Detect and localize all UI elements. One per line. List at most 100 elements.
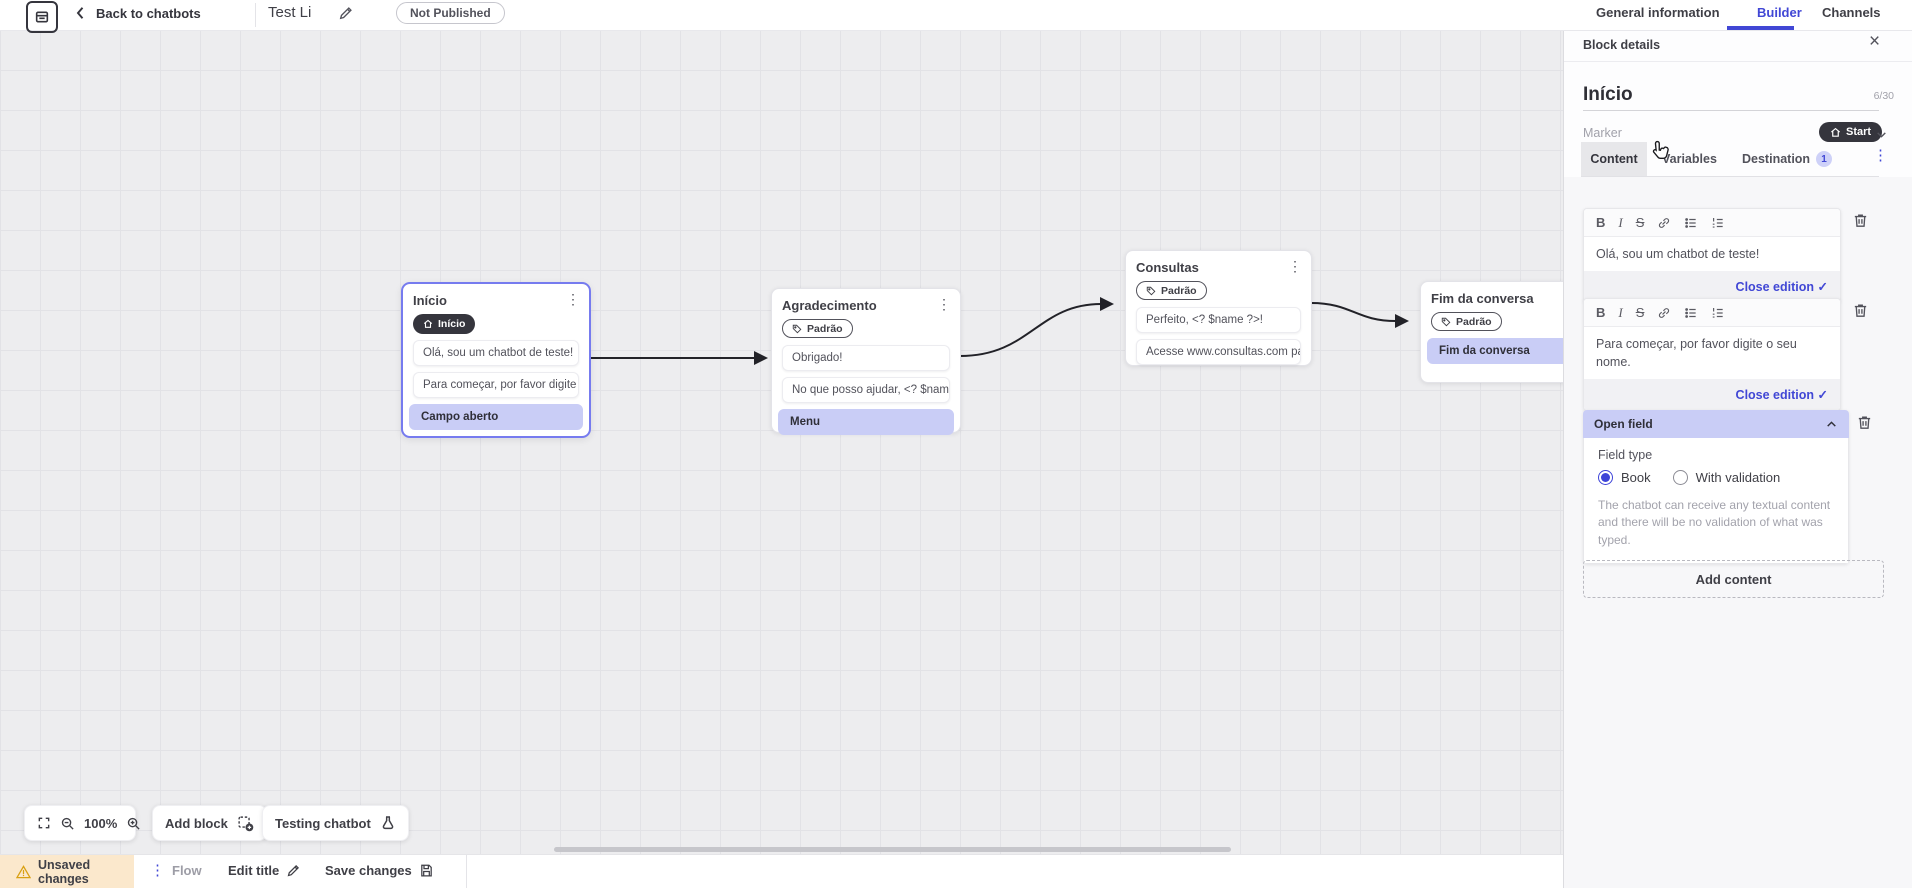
close-panel-icon[interactable]: ×: [1869, 31, 1881, 52]
builder-tab-underline: [1727, 26, 1794, 30]
editor-text[interactable]: Para começar, por favor digite o seu nom…: [1584, 327, 1840, 380]
tab-channels[interactable]: Channels: [1822, 5, 1881, 20]
radio-label: Book: [1621, 470, 1651, 485]
flow-connectors: [590, 297, 1409, 365]
marker-start-label: Start: [1846, 126, 1872, 138]
marker-chevron-down-icon[interactable]: [1875, 128, 1888, 141]
panel-tab-variables[interactable]: Variables: [1662, 152, 1717, 166]
edit-title-pencil-icon[interactable]: [338, 5, 354, 21]
radio-label: With validation: [1695, 470, 1781, 485]
add-block-button[interactable]: Add block: [152, 805, 267, 841]
status-bar: Unsaved changes ⋮ Flow Edit title Save c…: [0, 854, 1563, 888]
block-item[interactable]: Obrigado!: [782, 344, 950, 371]
block-details-panel: Block details × Início 6/30 Marker Start…: [1563, 30, 1912, 888]
home-icon: [1830, 127, 1841, 137]
link-icon[interactable]: [1657, 216, 1671, 230]
marker-start-pill[interactable]: Start: [1819, 122, 1883, 142]
block-item-open-field[interactable]: Campo aberto: [409, 404, 583, 430]
bullet-list-icon[interactable]: [1684, 216, 1698, 230]
block-name-input[interactable]: Início: [1583, 84, 1633, 105]
close-edition-label: Close edition: [1735, 280, 1815, 295]
panel-tab-destination[interactable]: Destination 1: [1732, 142, 1842, 176]
zoom-in-icon[interactable]: [126, 816, 141, 831]
bold-icon[interactable]: B: [1596, 215, 1606, 230]
statusbar-divider: [466, 855, 467, 888]
panel-tab-content[interactable]: Content: [1581, 142, 1647, 176]
delete-content-1-icon[interactable]: [1852, 212, 1869, 229]
block-item[interactable]: Perfeito, <? $name ?>!: [1136, 306, 1301, 333]
zoom-out-icon[interactable]: [60, 816, 75, 831]
open-field-header[interactable]: Open field: [1583, 410, 1849, 438]
unsaved-changes-label: Unsaved changes: [38, 857, 91, 886]
block-name-underline: [1583, 110, 1879, 111]
tag-icon: [792, 324, 802, 333]
block-item-end[interactable]: Fim da conversa: [1427, 337, 1563, 364]
back-to-chatbots-link[interactable]: Back to chatbots: [96, 6, 201, 21]
italic-icon[interactable]: I: [1618, 304, 1623, 320]
flow-view-label[interactable]: Flow: [172, 863, 202, 878]
testing-chatbot-button[interactable]: Testing chatbot: [262, 805, 409, 841]
flow-canvas[interactable]: Início ⋮ Início Olá, sou um chatbot de t…: [0, 30, 1563, 855]
open-field-card: Open field Field type Book With validati…: [1583, 410, 1849, 565]
add-content-button[interactable]: Add content: [1583, 560, 1884, 598]
tab-general-information[interactable]: General information: [1596, 5, 1720, 20]
warning-icon: [16, 864, 31, 879]
italic-icon[interactable]: I: [1618, 214, 1623, 230]
zoom-level: 100%: [84, 815, 118, 831]
bullet-list-icon[interactable]: [1684, 306, 1698, 320]
radio-selected-icon[interactable]: [1598, 470, 1613, 485]
pencil-icon: [286, 863, 301, 878]
strikethrough-icon[interactable]: S: [1635, 305, 1645, 320]
block-name-counter: 6/30: [1873, 90, 1894, 102]
canvas-horizontal-scrollbar[interactable]: [554, 847, 1231, 852]
marker-label: Marker: [1583, 126, 1622, 140]
radio-option-with-validation[interactable]: With validation: [1672, 470, 1781, 485]
flow-block-fim-da-conversa[interactable]: Fim da conversa Padrão Fim da conversa: [1420, 281, 1563, 383]
block-marker-padrao: Padrão: [1136, 281, 1207, 300]
edit-title-button[interactable]: Edit title: [228, 863, 301, 878]
editor-text[interactable]: Olá, sou um chatbot de teste!: [1584, 237, 1840, 272]
block-item-menu[interactable]: Menu: [778, 408, 954, 435]
delete-open-field-icon[interactable]: [1856, 414, 1873, 431]
close-edition-button[interactable]: Close edition ✓: [1584, 271, 1840, 303]
fullscreen-icon[interactable]: [37, 816, 51, 830]
collapse-chevron-up-icon[interactable]: [1825, 418, 1838, 431]
panel-options-menu-icon[interactable]: ⋮: [1873, 147, 1888, 164]
block-menu-icon[interactable]: ⋮: [1288, 258, 1302, 274]
delete-content-2-icon[interactable]: [1852, 302, 1869, 319]
open-field-body: Field type Book With validation The chat…: [1583, 438, 1849, 565]
block-marker-start: Início: [413, 314, 476, 334]
app-logo-icon[interactable]: [26, 1, 58, 33]
flow-block-inicio[interactable]: Início ⋮ Início Olá, sou um chatbot de t…: [402, 283, 590, 437]
add-block-icon: [237, 815, 254, 832]
block-menu-icon[interactable]: ⋮: [566, 291, 580, 307]
flow-block-consultas[interactable]: Consultas ⋮ Padrão Perfeito, <? $name ?>…: [1125, 250, 1312, 366]
tab-builder[interactable]: Builder: [1757, 5, 1802, 20]
radio-option-book[interactable]: Book: [1598, 470, 1651, 485]
open-field-title: Open field: [1594, 417, 1653, 431]
block-item[interactable]: Para começar, por favor digite o ...: [413, 372, 579, 398]
destination-tab-label: Destination: [1742, 152, 1811, 166]
strikethrough-icon[interactable]: S: [1635, 215, 1645, 230]
block-item[interactable]: No que posso ajudar, <? $name ...: [782, 376, 950, 403]
flow-block-agradecimento[interactable]: Agradecimento ⋮ Padrão Obrigado! No que …: [771, 288, 961, 435]
block-item[interactable]: Olá, sou um chatbot de teste!: [413, 340, 579, 366]
link-icon[interactable]: [1657, 306, 1671, 320]
block-item[interactable]: Acesse www.consultas.com par...: [1136, 338, 1301, 365]
check-icon: ✓: [1817, 388, 1828, 403]
statusbar-menu-icon[interactable]: ⋮: [150, 862, 165, 879]
check-icon: ✓: [1817, 280, 1828, 295]
logo-glyph: [35, 11, 49, 23]
radio-unselected-icon[interactable]: [1672, 470, 1688, 485]
close-edition-button[interactable]: Close edition ✓: [1584, 379, 1840, 411]
back-chevron-icon[interactable]: [72, 3, 90, 23]
ordered-list-icon[interactable]: [1711, 306, 1725, 320]
text-editor-1[interactable]: B I S Olá, sou um chatbot de teste! Clos…: [1583, 208, 1841, 304]
save-changes-button[interactable]: Save changes: [325, 863, 434, 878]
bold-icon[interactable]: B: [1596, 305, 1606, 320]
block-marker-label: Início: [438, 318, 466, 330]
chatbot-title[interactable]: Test Li: [268, 4, 312, 21]
text-editor-2[interactable]: B I S Para começar, por favor digite o s…: [1583, 298, 1841, 412]
block-menu-icon[interactable]: ⋮: [937, 296, 951, 312]
ordered-list-icon[interactable]: [1711, 216, 1725, 230]
